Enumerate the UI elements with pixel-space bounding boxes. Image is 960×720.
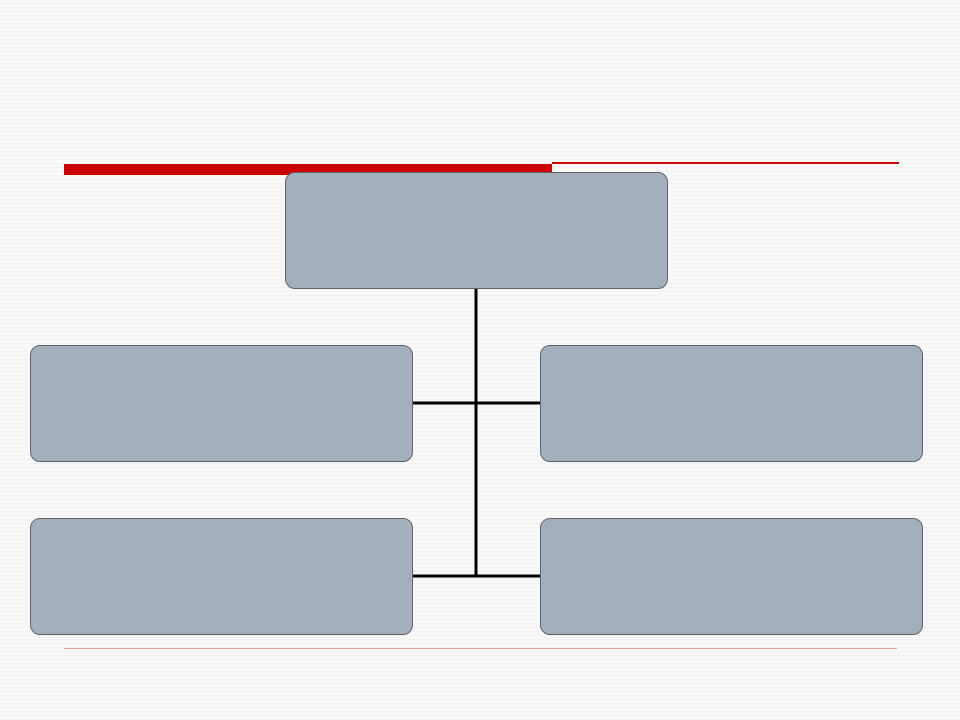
org-node-bottom-left xyxy=(30,518,413,635)
footer-rule-line xyxy=(64,648,897,649)
org-node-middle-left xyxy=(30,345,413,462)
org-node-root xyxy=(285,172,668,289)
org-node-middle-right xyxy=(540,345,923,462)
header-rule-line xyxy=(552,162,899,164)
org-node-bottom-right xyxy=(540,518,923,635)
header-accent-bar xyxy=(64,164,552,175)
